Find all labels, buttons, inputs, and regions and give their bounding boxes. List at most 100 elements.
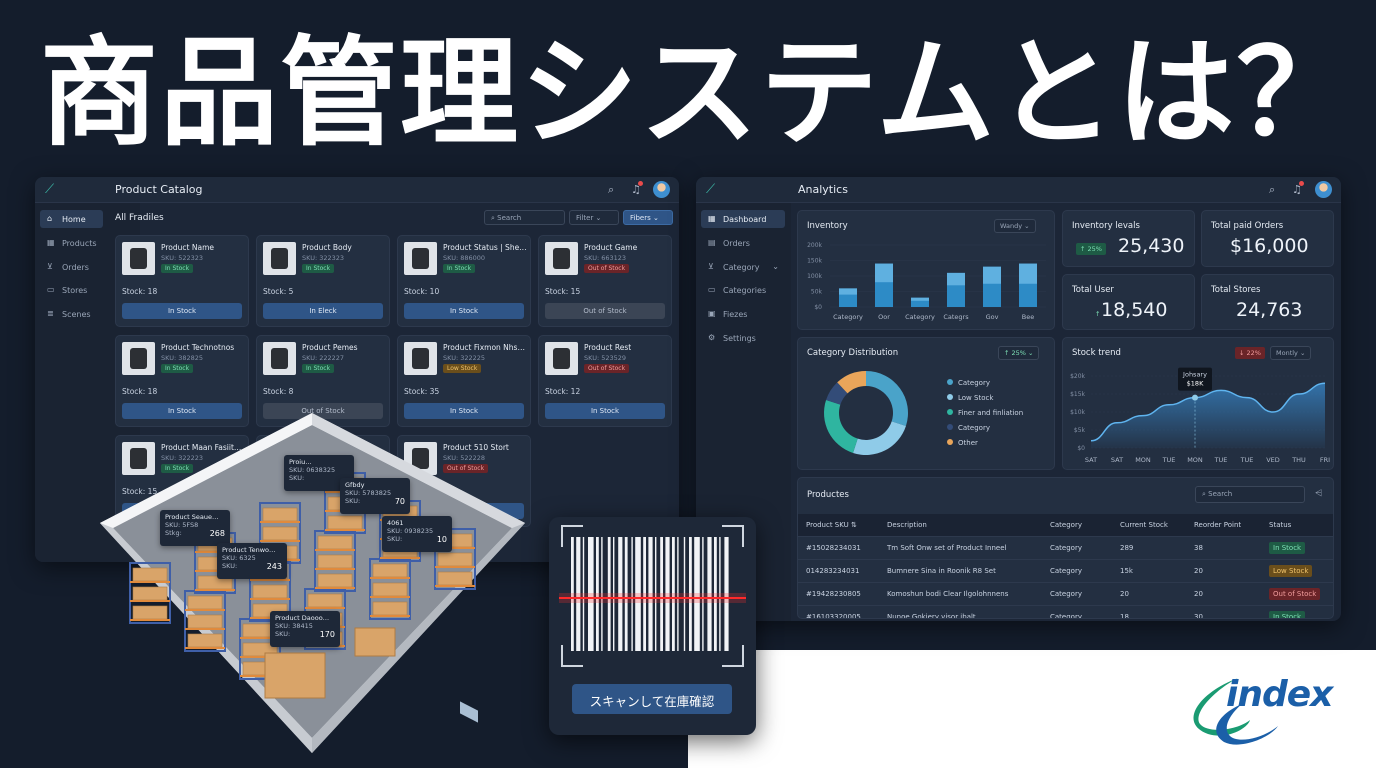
table-row[interactable]: 014283234031 Bumnere Sina in Roonik R8 S… xyxy=(798,559,1333,582)
sidebar-item-products[interactable]: ▦Products xyxy=(47,238,97,248)
tag-name: 4061 xyxy=(387,519,404,527)
product-stock: Stock: 15 xyxy=(545,287,581,296)
products-search-input[interactable]: ⌕ Search xyxy=(1195,486,1305,503)
sidebar-item-category[interactable]: ⊻Category⌄ xyxy=(708,262,779,272)
fibers-button[interactable]: Fibers ⌄ xyxy=(623,210,673,225)
sidebar-item-home[interactable]: ⌂Home xyxy=(40,210,103,228)
y-tick-label: 200k xyxy=(807,242,822,249)
sidebar-item-dashboard[interactable]: ▦Dashboard xyxy=(701,210,785,228)
stock-trend-dropdown[interactable]: Montly ⌄ xyxy=(1270,346,1312,360)
y-tick-label: $20k xyxy=(1070,373,1085,380)
barcode-bar xyxy=(618,537,623,651)
barcode-bar xyxy=(714,537,717,651)
tag-name: Gfbdy xyxy=(345,481,365,489)
inventory-dropdown[interactable]: Wandy ⌄ xyxy=(994,219,1036,233)
barcode-bar xyxy=(683,537,686,651)
bell-icon[interactable]: ♫ xyxy=(631,183,641,196)
status-badge: Out of Stock xyxy=(584,364,630,373)
sidebar-item-fiezes[interactable]: ▣Fiezes xyxy=(708,309,748,319)
status-badge: Out of Stock xyxy=(584,264,630,273)
analytics-title: Analytics xyxy=(798,183,848,196)
product-card[interactable]: Product Pemes SKU: 222227 In Stock Stock… xyxy=(256,335,390,427)
x-tick-label: FRI xyxy=(1320,456,1330,464)
stock-status-button[interactable]: In Stock xyxy=(404,403,524,419)
search-icon[interactable]: ⌕ xyxy=(1269,183,1276,196)
warehouse-shelf xyxy=(129,562,171,624)
sidebar-item-scenes[interactable]: ≣Scenes xyxy=(47,309,91,319)
notification-dot xyxy=(638,181,643,186)
warehouse-product-tag[interactable]: Gfbdy SKU: 5783825 SKU:70 xyxy=(340,478,410,514)
filter-icon[interactable]: ⩤ xyxy=(1315,489,1323,499)
status-badge: Out of Stock xyxy=(1269,588,1321,600)
column-header[interactable]: Product SKU ⇅ xyxy=(806,521,857,529)
table-row[interactable]: #16103320005 Nunoe Gokjery visor ibalt C… xyxy=(798,605,1333,619)
product-card[interactable]: Product Rest SKU: 523529 Out of Stock St… xyxy=(538,335,672,427)
product-image xyxy=(404,242,437,275)
x-tick-label: MON xyxy=(1135,456,1151,464)
x-tick-label: SAT xyxy=(1111,456,1123,464)
bar xyxy=(911,297,929,301)
barcode-bar xyxy=(665,537,670,651)
stock-status-button[interactable]: In Stock xyxy=(404,303,524,319)
sidebar-item-orders[interactable]: ▤Orders xyxy=(708,238,750,248)
product-card[interactable]: Product Fixmon Nhs… SKU: 322225 Low Stoc… xyxy=(397,335,531,427)
legend-label: Category xyxy=(958,379,990,387)
sidebar-item-categories[interactable]: ▭Categories xyxy=(708,285,767,295)
barcode-bar xyxy=(702,537,704,651)
product-card[interactable]: Product Status | She… SKU: 886000 In Sto… xyxy=(397,235,531,327)
product-card[interactable]: Product Game SKU: 663123 Out of Stock St… xyxy=(538,235,672,327)
analytics-topbar: ⟋ Analytics ⌕ ♫ xyxy=(696,177,1341,203)
brand-logo: index xyxy=(1178,668,1358,758)
stock-status-button[interactable]: Out of Stock xyxy=(263,403,383,419)
product-card[interactable]: Product Body SKU: 322323 In Stock Stock:… xyxy=(256,235,390,327)
stock-status-button[interactable]: Out of Stock xyxy=(545,303,665,319)
x-tick-label: Bee xyxy=(1022,313,1034,321)
cell-category: Category xyxy=(1050,613,1082,619)
column-header: Description xyxy=(887,521,927,529)
search-icon[interactable]: ⌕ xyxy=(608,183,615,196)
y-tick-label: $0 xyxy=(814,304,822,311)
scan-inventory-button[interactable]: スキャンして在庫確認 xyxy=(572,684,732,714)
data-point[interactable] xyxy=(1192,394,1198,401)
pie-slice xyxy=(824,400,858,453)
stock-status-button[interactable]: In Eleck xyxy=(263,303,383,319)
stock-status-button[interactable]: In Stock xyxy=(122,303,242,319)
table-row[interactable]: #15028234031 Tm Soft Onw set of Product … xyxy=(798,536,1333,559)
warehouse-product-tag[interactable]: 4061 SKU: 0938235 SKU:10 xyxy=(382,516,452,552)
product-name: Product Game xyxy=(584,243,638,252)
sidebar-item-stores[interactable]: ▭Stores xyxy=(47,285,88,295)
product-image xyxy=(545,342,578,375)
legend-swatch xyxy=(947,394,953,400)
category-distribution-filter[interactable]: ↑ 25% ⌄ xyxy=(998,346,1040,360)
barcode-bar xyxy=(582,537,585,651)
area-fill xyxy=(1091,383,1325,448)
stock-status-button[interactable]: In Stock xyxy=(122,403,242,419)
app-logo-icon: ⟋ xyxy=(706,182,716,197)
status-badge: In Stock xyxy=(161,264,194,273)
catalog-topbar: ⟋ Product Catalog ⌕ ♫ xyxy=(35,177,679,203)
warehouse-product-tag[interactable]: Product Daooo… SKU: 38415 SKU:170 xyxy=(270,611,340,647)
kpi-label: Inventory levals xyxy=(1072,221,1140,231)
filter-button[interactable]: Filter ⌄ xyxy=(569,210,619,225)
product-card[interactable]: Product Technotnos SKU: 382825 In Stock … xyxy=(115,335,249,427)
sidebar-item-orders[interactable]: ⊻Orders xyxy=(47,262,89,272)
product-sku: SKU: 522228 xyxy=(443,454,486,462)
store-icon: ▭ xyxy=(47,285,55,294)
table-row[interactable]: #19428230805 Komoshun bodi Clear Ilgoloh… xyxy=(798,582,1333,605)
avatar[interactable] xyxy=(1315,181,1332,198)
product-stock: Stock: 18 xyxy=(122,287,158,296)
bell-icon[interactable]: ♫ xyxy=(1292,183,1302,196)
product-card[interactable]: Product Name SKU: 522323 In Stock Stock:… xyxy=(115,235,249,327)
warehouse-product-tag[interactable]: Product Seaue… SKU: 5FS8 Stkg:268 xyxy=(160,510,230,546)
avatar[interactable] xyxy=(653,181,670,198)
warehouse-product-tag[interactable]: Product Tenwo… SKU: 6325 SKU:243 xyxy=(217,543,287,579)
barcode-bar xyxy=(601,537,603,651)
cell-description: Tm Soft Onw set of Product Inneel xyxy=(887,544,1007,552)
catalog-search-input[interactable]: ⌕ Search xyxy=(484,210,565,225)
sidebar-item-settings[interactable]: ⚙Settings xyxy=(708,333,756,343)
warehouse-shelf xyxy=(184,590,226,652)
notification-dot xyxy=(1299,181,1304,186)
stock-status-button[interactable]: In Stock xyxy=(545,403,665,419)
tag-name: Proiu… xyxy=(289,458,312,466)
